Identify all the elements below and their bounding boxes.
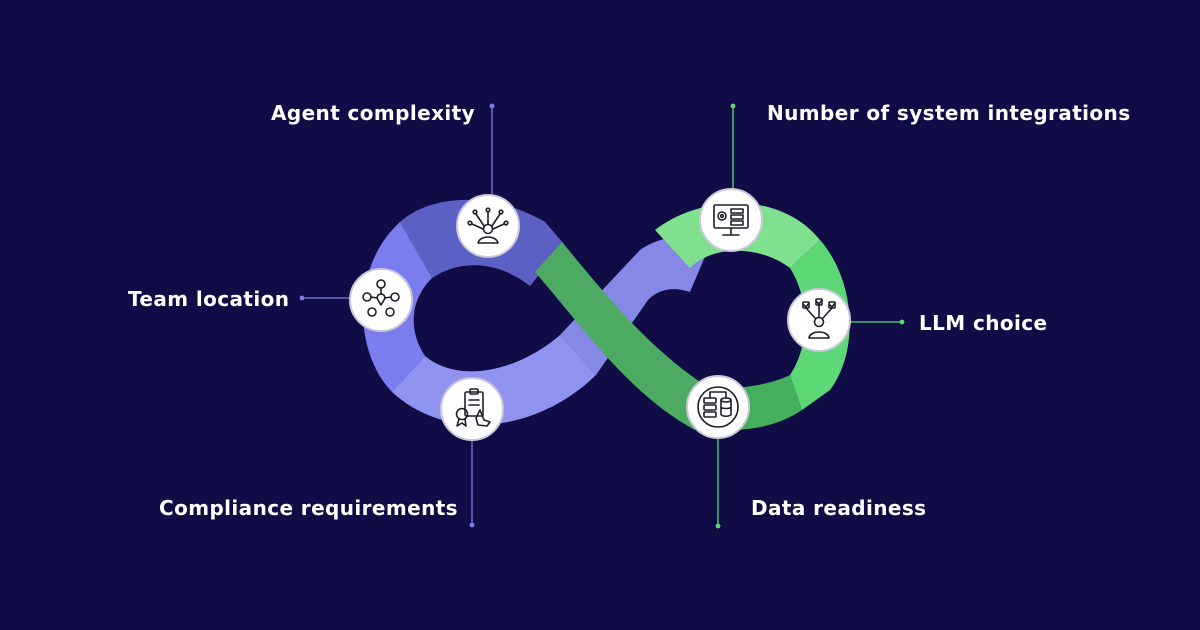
team-location-connector-dot — [299, 295, 305, 301]
node-team-location — [349, 268, 413, 332]
connectors — [299, 103, 905, 529]
label-system-integrations: Number of system integrations — [767, 101, 1131, 125]
label-agent-complexity: Agent complexity — [271, 101, 476, 125]
data-readiness-node-circle — [686, 375, 750, 439]
team-location-node-circle — [349, 268, 413, 332]
compliance-connector-dot — [469, 522, 475, 528]
system-integrations-connector-dot — [730, 103, 736, 109]
right-crossover-band — [535, 242, 712, 430]
node-system-integrations — [699, 188, 763, 252]
agent-complexity-connector-dot — [489, 103, 495, 109]
monitor-settings-icon — [713, 204, 749, 236]
node-llm-choice — [787, 288, 851, 352]
system-integrations-node-circle — [699, 188, 763, 252]
compliance-certificate-icon — [455, 388, 491, 427]
person-options-icon — [802, 298, 836, 339]
node-agent-complexity — [456, 194, 520, 258]
node-compliance-requirements — [440, 377, 504, 441]
team-location-icon — [362, 279, 400, 317]
agent-complexity-node-circle — [456, 194, 520, 258]
label-team-location: Team location — [128, 287, 290, 311]
label-data-readiness: Data readiness — [751, 496, 927, 520]
llm-choice-connector-dot — [899, 319, 905, 325]
data-readiness-connector-dot — [715, 523, 721, 529]
person-network-icon — [467, 207, 509, 244]
label-llm-choice: LLM choice — [919, 311, 1048, 335]
label-compliance-requirements: Compliance requirements — [159, 496, 458, 520]
database-icon — [697, 386, 739, 428]
compliance-node-circle — [440, 377, 504, 441]
node-data-readiness — [686, 375, 750, 439]
